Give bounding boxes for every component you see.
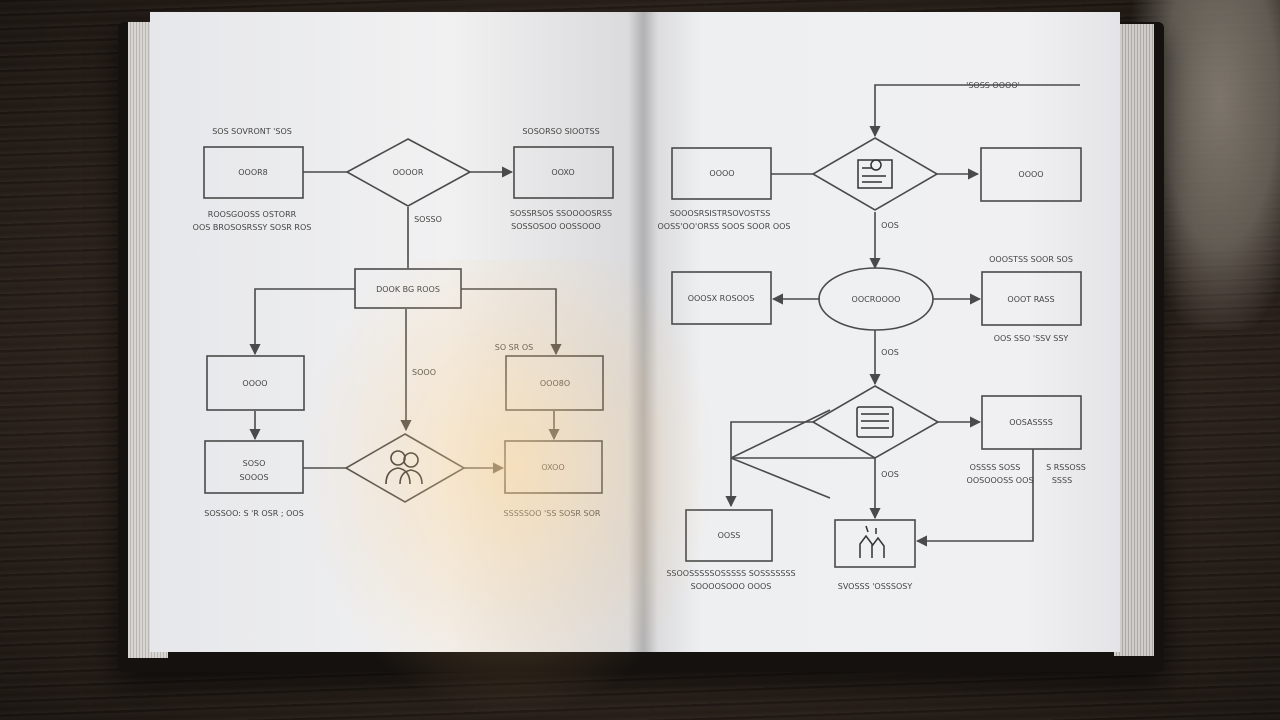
annotation-text: OOS xyxy=(881,221,899,230)
annotation-text: OOS xyxy=(881,470,899,479)
oval-label: OOCROOOO xyxy=(852,295,901,304)
process-box xyxy=(671,147,772,200)
group-icon xyxy=(859,525,885,558)
annotation-text: OOSOOOSS OOS xyxy=(967,476,1034,485)
process-box xyxy=(981,271,1082,326)
box-label: OOXO xyxy=(551,168,574,177)
box-label: OOOT RASS xyxy=(1007,295,1054,304)
decision-diamond xyxy=(811,385,940,459)
annotation-text: SSOOSSSSSOSSSSS SOSSSSSSS xyxy=(666,569,795,578)
connector-line xyxy=(249,288,355,356)
annotation-text: OOS SSO 'SSV SSY xyxy=(994,334,1069,343)
annotation-text: OSSSS SOSS xyxy=(970,463,1021,472)
terminal-oval xyxy=(818,267,934,331)
process-box xyxy=(834,519,916,568)
connector-line xyxy=(730,457,831,499)
connector-line xyxy=(730,409,831,459)
annotation-text: SOOOSRSISTRSOVOSTSS xyxy=(670,209,771,218)
box-label: SOOOS xyxy=(239,473,268,482)
box-label: OOSASSSS xyxy=(1009,418,1053,427)
box-label: OXOO xyxy=(541,463,564,472)
box-label: OOO8O xyxy=(540,379,570,388)
connector-line xyxy=(725,421,815,508)
annotation-text: SVOSSS 'OSSSOSY xyxy=(838,582,913,591)
box-label: SOSO xyxy=(243,459,266,468)
annotation-text: SOSSO xyxy=(414,215,442,224)
decision-diamond xyxy=(344,433,466,503)
annotation-text: OOSS'OO'ORSS SOOS SOOR OOS xyxy=(657,222,790,231)
right-page-edges xyxy=(1114,24,1154,656)
list-icon xyxy=(856,406,894,438)
annotation-text: 'SOSS OOOO' xyxy=(966,81,1020,90)
annotation-text: OOS xyxy=(881,348,899,357)
annotation-text: SOSSOSOO OOSSOOO xyxy=(511,222,601,231)
annotation-text: SSSS xyxy=(1052,476,1072,485)
annotation-text: SOOOOSOOO OOOS xyxy=(691,582,772,591)
right-page xyxy=(644,12,1120,652)
connector-line xyxy=(915,449,1034,547)
box-label: OOOO xyxy=(709,169,734,178)
decision-diamond xyxy=(811,137,939,211)
box-label: OOOO xyxy=(1018,170,1043,179)
annotation-text: SOOO xyxy=(412,368,436,377)
annotation-text: SSSSSOO 'SS SOSR SOR xyxy=(504,509,601,518)
annotation-text: SO SR OS xyxy=(495,343,533,352)
document-icon xyxy=(857,159,893,189)
box-label: OOSS xyxy=(718,531,741,540)
annotation-text: ROOSGOOSS OSTORR xyxy=(208,210,297,219)
annotation-text: S RSSOSS xyxy=(1046,463,1086,472)
process-box xyxy=(980,147,1082,202)
box-label: OOOO xyxy=(242,379,267,388)
diamond-label: OOOOR xyxy=(393,168,424,177)
decision-diamond xyxy=(345,138,472,207)
connector-line xyxy=(869,84,1080,138)
annotation-text: SOSSRSOS SSOOOOSRSS xyxy=(510,209,612,218)
process-box xyxy=(513,146,614,199)
annotation-text: OOS BROSOSRSSY SOSR ROS xyxy=(193,223,312,232)
annotation-text: SOSORSO SIOOTSS xyxy=(522,127,599,136)
box-label: OOOSX ROSOOS xyxy=(688,294,755,303)
process-box xyxy=(203,146,304,199)
process-box xyxy=(981,395,1082,450)
annotation-text: SOS SOVRONT 'SOS xyxy=(212,127,292,136)
box-label: DOOK BG ROOS xyxy=(376,285,440,294)
annotation-text: SOSSOO: S 'R OSR ; OOS xyxy=(204,509,304,518)
annotation-text: OOOSTSS SOOR SOS xyxy=(989,255,1073,264)
people-icon xyxy=(385,450,423,485)
box-label: OOOR8 xyxy=(238,168,268,177)
